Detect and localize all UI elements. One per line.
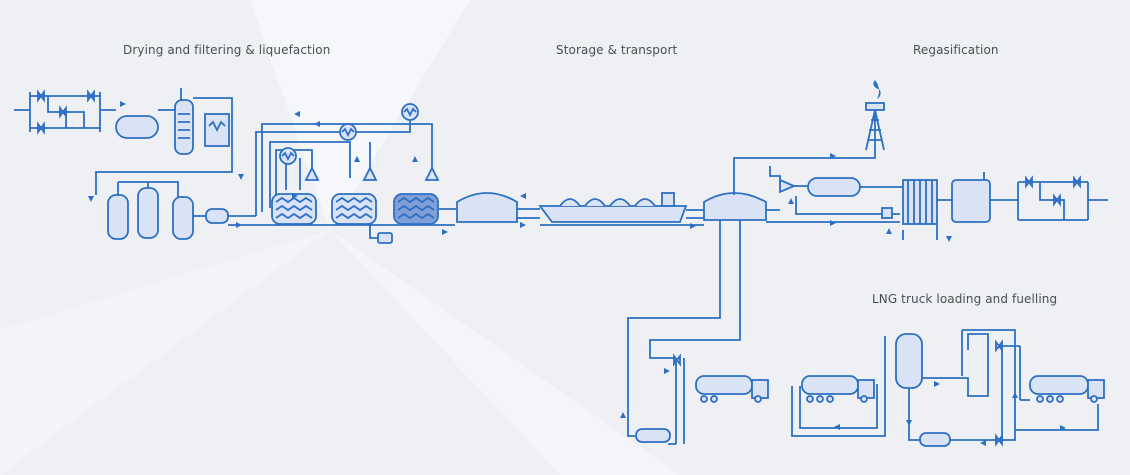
- section-title-regasification: Regasification: [913, 43, 999, 57]
- valve-icon[interactable]: [37, 89, 45, 103]
- cold-box-2: [331, 193, 377, 225]
- booster-pump[interactable]: [881, 207, 893, 219]
- truck-icon: [1029, 375, 1105, 403]
- compressor-icon[interactable]: [304, 165, 320, 181]
- filter-vessel: [172, 196, 194, 240]
- storage-tank: [456, 192, 518, 223]
- pretreatment-unit: [95, 88, 244, 195]
- background-wedge: [250, 0, 470, 230]
- valve-icon[interactable]: [995, 339, 1003, 353]
- truck-loading: [620, 220, 1105, 447]
- valve-icon[interactable]: [1053, 193, 1061, 207]
- dryer-vessel: [107, 194, 129, 240]
- valve-icon[interactable]: [59, 105, 67, 119]
- feed-skid: [14, 89, 116, 135]
- background-wedge: [330, 230, 680, 475]
- valve-icon[interactable]: [673, 353, 681, 367]
- dryer-vessel: [137, 187, 159, 239]
- regasification: [703, 80, 1108, 242]
- valve-icon[interactable]: [995, 433, 1003, 447]
- truck-pump-vessel: [635, 428, 671, 443]
- separator-vessel: [115, 115, 159, 139]
- fuel-storage-tank: [895, 333, 923, 389]
- compressor-icon[interactable]: [424, 165, 440, 181]
- fuel-pump-vessel: [919, 432, 951, 447]
- valve-icon[interactable]: [37, 121, 45, 135]
- valve-icon[interactable]: [1073, 175, 1081, 189]
- pump-icon[interactable]: [779, 178, 797, 194]
- heat-exchanger-icon: [279, 147, 297, 165]
- valve-icon[interactable]: [1025, 175, 1033, 189]
- drain-tank: [377, 232, 393, 244]
- truck-icon: [695, 375, 769, 403]
- heat-exchanger-icon: [339, 123, 357, 141]
- recondenser-vessel: [807, 177, 861, 197]
- section-title-drying-liquefaction: Drying and filtering & liquefaction: [123, 43, 331, 57]
- filter-unit: [205, 208, 229, 224]
- drying-beds: [88, 181, 455, 240]
- heat-exchanger-icon: [401, 103, 419, 121]
- ship-icon: [538, 192, 688, 223]
- absorber-tower: [174, 99, 194, 155]
- section-title-truck-loading: LNG truck loading and fuelling: [872, 292, 1058, 306]
- valve-icon[interactable]: [87, 89, 95, 103]
- receiving-tank: [703, 192, 767, 221]
- flare-icon: [865, 80, 885, 151]
- background-wedge: [0, 230, 330, 475]
- liquefaction-train: [255, 103, 448, 244]
- storage-transport: [438, 192, 704, 229]
- section-title-storage-transport: Storage & transport: [556, 43, 678, 57]
- cooler-box: [204, 113, 230, 147]
- metering-unit: [951, 179, 991, 223]
- compressor-icon[interactable]: [362, 165, 378, 181]
- truck-icon: [801, 375, 875, 403]
